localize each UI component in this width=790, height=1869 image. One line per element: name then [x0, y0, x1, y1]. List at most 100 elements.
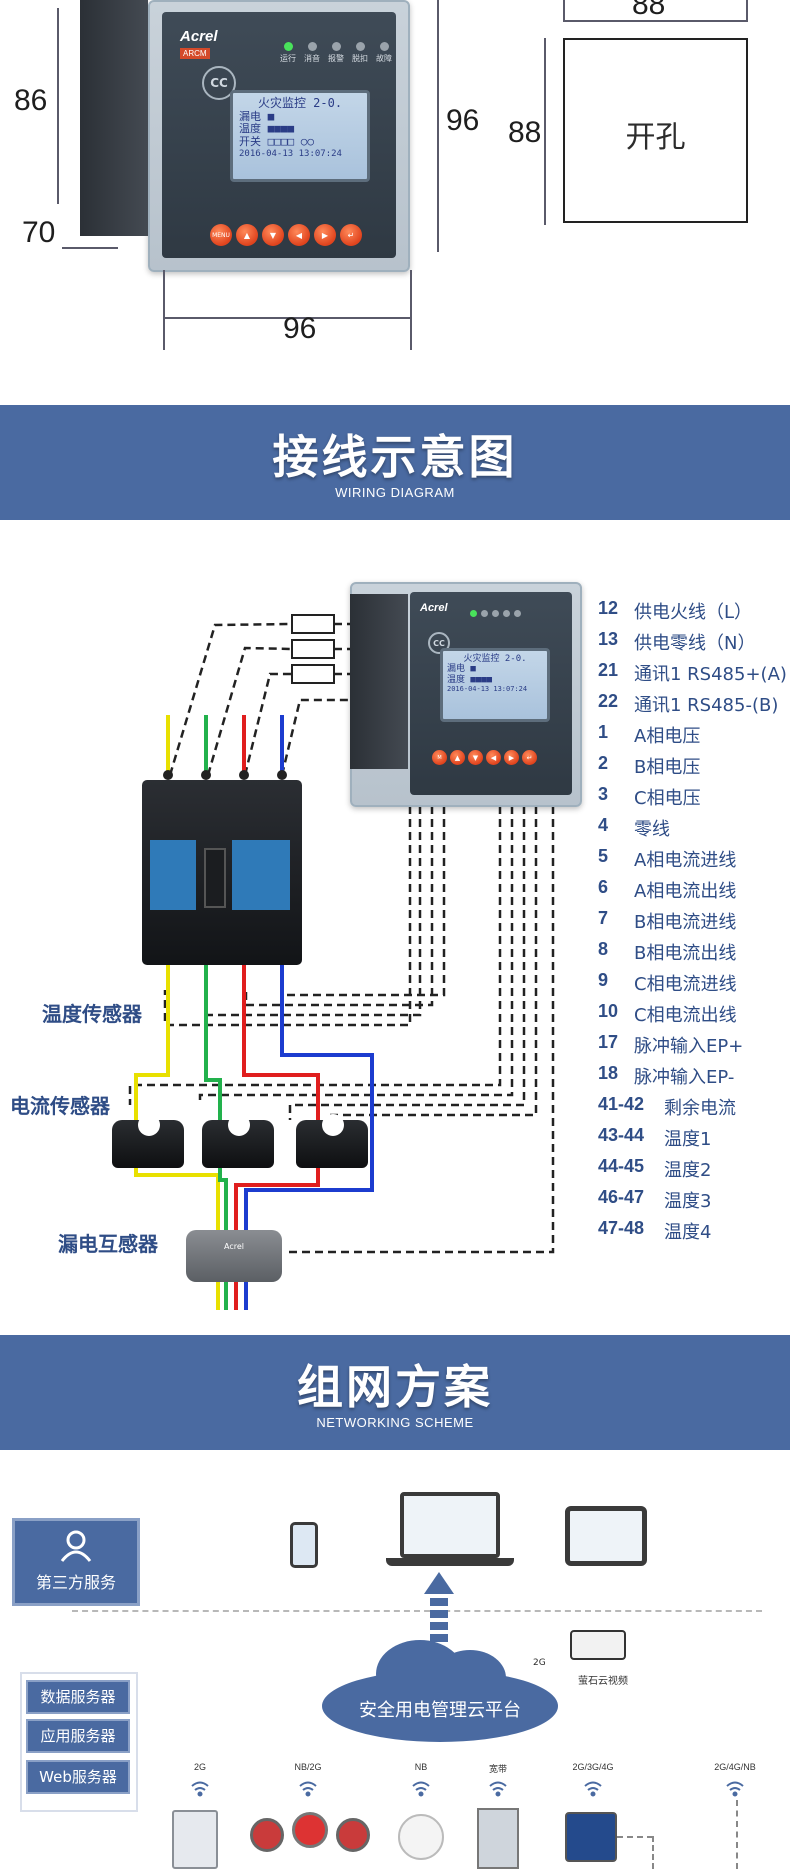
terminal-row: 46-47 温度3	[598, 1187, 787, 1218]
cutout-top-tick-r	[746, 0, 748, 22]
up-button-small[interactable]: ▲	[450, 750, 465, 765]
terminal-row: 2 B相电压	[598, 753, 787, 784]
enter-button[interactable]: ↵	[340, 224, 362, 246]
sensor-icon-2	[292, 1812, 328, 1848]
lcd-time-small: 2016-04-13 13:07:24	[447, 685, 528, 694]
terminal-description: B相电流出线	[634, 943, 737, 964]
terminal-description: 脉冲输入EP-	[634, 1067, 735, 1088]
ccc-mark-icon: CC	[202, 66, 236, 100]
down-button-small[interactable]: ▼	[468, 750, 483, 765]
dim-96-vertical: 96	[446, 104, 480, 137]
led-small-1	[470, 610, 477, 619]
terminal-number: 46-47	[598, 1187, 645, 1207]
model-tag: ARCM	[180, 48, 210, 59]
camera-icon	[570, 1630, 626, 1660]
dashed-link-right	[736, 1800, 738, 1869]
lcd-title-small: 火灾监控 2-0.	[463, 654, 527, 664]
lcd-screen-small: 火灾监控 2-0. 漏电 ■ 温度 ■■■■ 2016-04-13 13:07:…	[440, 648, 550, 722]
fuse-2	[291, 639, 335, 659]
dim-88-left: 88	[508, 116, 542, 149]
terminal-description: C相电压	[634, 788, 701, 809]
cutout-top-tick-l	[563, 0, 565, 22]
dim-88-top: 88	[632, 0, 666, 21]
brand-logo: Acrel	[180, 28, 218, 45]
terminal-number: 41-42	[598, 1094, 645, 1114]
device-wiring-view: Acrel CC 火灾监控 2-0. 漏电 ■ 温度 ■■■■ 2016-04-…	[350, 582, 582, 807]
app-server: 应用服务器	[26, 1719, 130, 1753]
enter-button-small[interactable]: ↵	[522, 750, 537, 765]
gateway-icon	[565, 1812, 617, 1862]
dim-tick-right	[410, 270, 412, 350]
lcd-time: 2016-04-13 13:07:24	[239, 148, 342, 159]
dim-70: 70	[22, 216, 56, 249]
terminal-description: C相电流进线	[634, 974, 737, 995]
led-small-4	[503, 610, 510, 619]
current-sensor-b	[202, 1114, 274, 1168]
cloud-platform-label: 安全用电管理云平台	[359, 1700, 521, 1721]
terminal-description: 通讯1 RS485+(A)	[634, 664, 787, 685]
front-buttons: MENU ▲ ▼ ◀ ▶ ↵	[210, 224, 362, 246]
terminal-number: 17	[598, 1032, 619, 1052]
front-buttons-small: M ▲ ▼ ◀ ▶ ↵	[432, 750, 537, 765]
menu-button[interactable]: MENU	[210, 224, 232, 246]
current-sensor-label: 电流传感器	[10, 1094, 110, 1118]
terminal-number: 9	[598, 970, 609, 990]
dashed-link	[617, 1836, 653, 1838]
terminal-number: 5	[598, 846, 609, 866]
led-indicators: 运行 消音 报警 脱扣 故障	[280, 42, 392, 64]
circuit-breaker	[142, 780, 302, 965]
leak-brand: Acrel	[224, 1242, 244, 1251]
terminal-description: B相电压	[634, 757, 701, 778]
web-server: Web服务器	[26, 1760, 130, 1794]
wiring-title: 接线示意图	[272, 430, 518, 484]
terminal-description: 剩余电流	[664, 1098, 736, 1119]
terminal-number: 8	[598, 939, 609, 959]
terminal-description: C相电流出线	[634, 1005, 737, 1026]
terminal-row: 41-42 剩余电流	[598, 1094, 787, 1125]
fuse-3	[291, 664, 335, 684]
led-small-3	[492, 610, 499, 619]
up-button[interactable]: ▲	[236, 224, 258, 246]
terminal-number: 2	[598, 753, 609, 773]
device-face-small: Acrel CC 火灾监控 2-0. 漏电 ■ 温度 ■■■■ 2016-04-…	[410, 592, 572, 795]
dashed-link-vertical	[652, 1836, 654, 1869]
terminal-description: A相电流出线	[634, 881, 737, 902]
led-indicators-small	[470, 610, 521, 619]
led-trip: 脱扣	[352, 42, 368, 64]
lcd-row-switch: 开关 □□□□ ○○	[239, 135, 314, 149]
led-small-5	[514, 610, 521, 619]
dim-line-96-h	[163, 317, 411, 319]
down-button[interactable]: ▼	[262, 224, 284, 246]
cloud-shape	[322, 1640, 558, 1742]
phone-icon	[290, 1522, 318, 1568]
lcd-row-leak: 漏电 ■	[239, 109, 275, 123]
wiring-lines	[128, 614, 555, 1310]
sensor-icon-1	[250, 1818, 284, 1852]
terminal-description: 温度1	[664, 1129, 712, 1150]
right-button-small[interactable]: ▶	[504, 750, 519, 765]
menu-button-small[interactable]: M	[432, 750, 447, 765]
lcd-row-temp-small: 温度 ■■■■	[447, 674, 493, 685]
lcd-screen: 火灾监控 2-0. 漏电 ■ 温度 ■■■■ 开关 □□□□ ○○ 2016-0…	[230, 90, 370, 182]
terminal-number: 3	[598, 784, 609, 804]
device-front-view: Acrel ARCM CC 运行 消音 报警 脱扣 故障 火灾监控 2-0. 漏…	[148, 0, 410, 272]
terminal-description: 脉冲输入EP+	[634, 1036, 744, 1057]
terminal-description: 温度3	[664, 1191, 712, 1212]
data-server: 数据服务器	[26, 1680, 130, 1714]
right-button[interactable]: ▶	[314, 224, 336, 246]
laptop-base	[386, 1558, 514, 1566]
terminal-number: 21	[598, 660, 619, 680]
left-button-small[interactable]: ◀	[486, 750, 501, 765]
lcd-row-temp: 温度 ■■■■	[239, 122, 295, 136]
left-button[interactable]: ◀	[288, 224, 310, 246]
breaker-lever	[204, 848, 226, 908]
terminal-description: A相电压	[634, 726, 701, 747]
controller-icon	[477, 1808, 519, 1869]
current-sensor-a	[112, 1114, 184, 1168]
fuse-1	[291, 614, 335, 634]
